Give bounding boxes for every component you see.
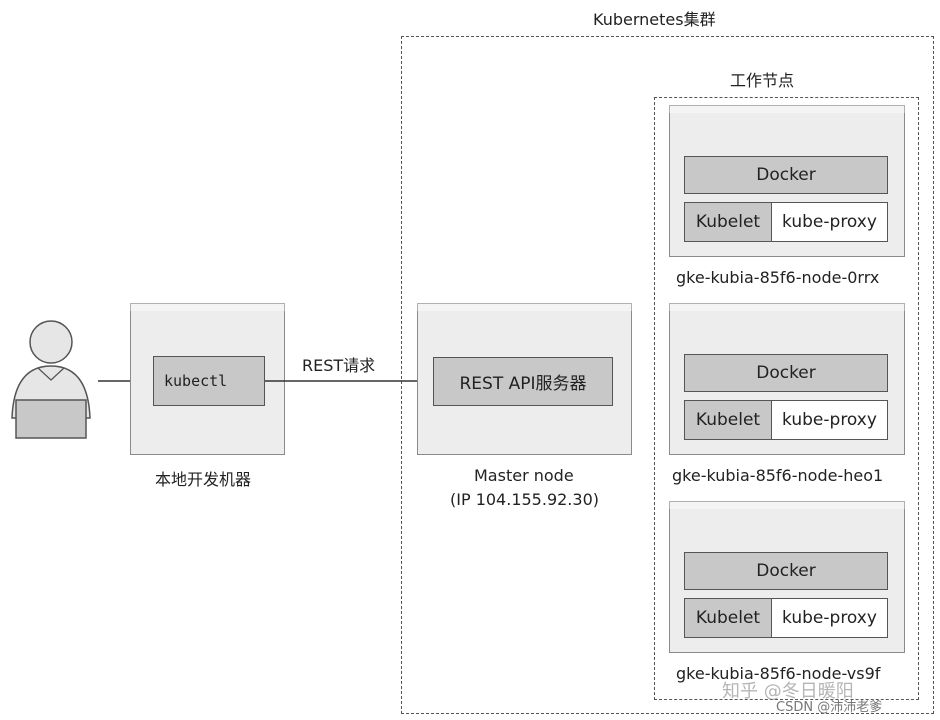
csdn-watermark: CSDN @沛沛老爹 <box>776 700 883 715</box>
kubectl-box: kubectl <box>153 356 265 406</box>
worker-node-name: gke-kubia-85f6-node-0rrx <box>676 268 880 287</box>
node-components: Kubelet kube-proxy <box>684 202 888 242</box>
node-components: Kubelet kube-proxy <box>684 400 888 440</box>
user-icon <box>11 320 91 439</box>
rest-api-server: REST API服务器 <box>433 357 613 406</box>
worker-node-name: gke-kubia-85f6-node-vs9f <box>676 664 881 683</box>
kubelet-box: Kubelet <box>685 401 772 439</box>
worker-nodes-title: 工作节点 <box>730 71 795 90</box>
master-node-ip: (IP 104.155.92.30) <box>450 490 599 509</box>
kubelet-box: Kubelet <box>685 599 772 637</box>
rest-request-arrow <box>265 376 435 386</box>
kubelet-box: Kubelet <box>685 203 772 241</box>
kube-proxy-box: kube-proxy <box>772 203 887 241</box>
worker-nodes-boundary <box>654 97 919 700</box>
worker-node-name: gke-kubia-85f6-node-heo1 <box>672 466 884 485</box>
dev-machine-label: 本地开发机器 <box>155 470 252 489</box>
zhihu-watermark: 知乎 @冬日暖阳 <box>722 681 854 702</box>
kube-proxy-box: kube-proxy <box>772 401 887 439</box>
docker-box: Docker <box>684 552 888 590</box>
rest-request-label: REST请求 <box>302 356 376 375</box>
kube-proxy-box: kube-proxy <box>772 599 887 637</box>
docker-box: Docker <box>684 156 888 194</box>
cluster-title: Kubernetes集群 <box>593 10 716 29</box>
node-components: Kubelet kube-proxy <box>684 598 888 638</box>
cluster-boundary <box>401 36 934 714</box>
master-node-label: Master node <box>474 466 574 485</box>
docker-box: Docker <box>684 354 888 392</box>
